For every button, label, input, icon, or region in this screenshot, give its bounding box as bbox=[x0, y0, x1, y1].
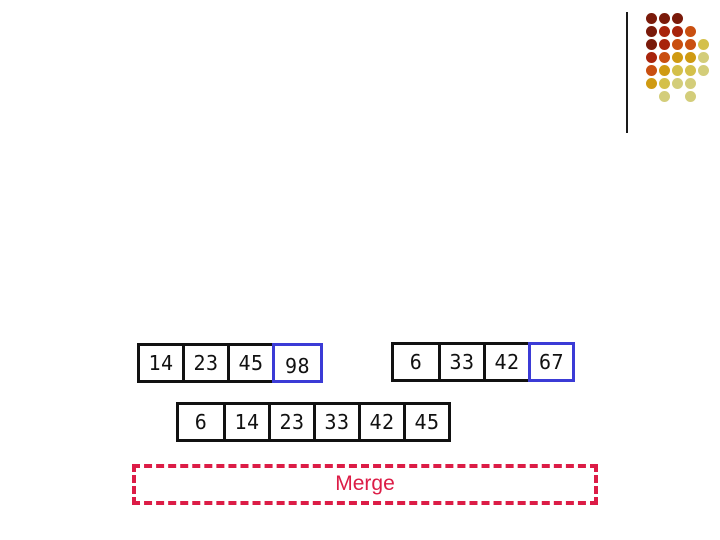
decorative-dot bbox=[685, 65, 696, 76]
merged-cell-3: 23 bbox=[268, 402, 316, 442]
merged-cell-6: 45 bbox=[403, 402, 451, 442]
decorative-dot bbox=[659, 52, 670, 63]
merged-cell-4: 33 bbox=[313, 402, 361, 442]
merged-array: 6 14 23 33 42 45 bbox=[176, 402, 451, 442]
decorative-dot bbox=[698, 65, 709, 76]
right-cell-1: 6 bbox=[391, 342, 441, 382]
decorative-dot bbox=[646, 78, 657, 89]
left-cell-2: 23 bbox=[182, 343, 230, 383]
corner-vertical-rule bbox=[626, 12, 628, 133]
decorative-dot bbox=[672, 39, 683, 50]
merge-button-label: Merge bbox=[335, 472, 395, 496]
decorative-dot bbox=[672, 52, 683, 63]
left-cell-4-current: 98 bbox=[272, 343, 323, 383]
decorative-dot bbox=[659, 26, 670, 37]
decorative-dot bbox=[646, 52, 657, 63]
merged-cell-2: 14 bbox=[223, 402, 271, 442]
corner-dot-pattern bbox=[620, 8, 720, 136]
left-cell-3: 45 bbox=[227, 343, 275, 383]
merged-cell-5: 42 bbox=[358, 402, 406, 442]
decorative-dot bbox=[659, 91, 670, 102]
merged-cell-1: 6 bbox=[176, 402, 226, 442]
merge-button[interactable]: Merge bbox=[132, 464, 598, 505]
left-cell-1: 14 bbox=[137, 343, 185, 383]
decorative-dot bbox=[646, 13, 657, 24]
decorative-dot bbox=[685, 91, 696, 102]
decorative-dot bbox=[685, 78, 696, 89]
decorative-dot bbox=[659, 65, 670, 76]
decorative-dot bbox=[672, 13, 683, 24]
right-cell-3: 42 bbox=[483, 342, 531, 382]
right-cell-4-current: 67 bbox=[528, 342, 575, 382]
decorative-dot bbox=[685, 26, 696, 37]
decorative-dot bbox=[646, 39, 657, 50]
decorative-dot bbox=[646, 65, 657, 76]
right-cell-2: 33 bbox=[438, 342, 486, 382]
decorative-dot bbox=[685, 52, 696, 63]
decorative-dot bbox=[672, 26, 683, 37]
decorative-dot bbox=[685, 39, 696, 50]
decorative-dot bbox=[672, 65, 683, 76]
decorative-dot bbox=[659, 78, 670, 89]
decorative-dot bbox=[672, 78, 683, 89]
decorative-dot bbox=[698, 52, 709, 63]
decorative-dot bbox=[659, 39, 670, 50]
right-half-array: 6 33 42 67 bbox=[391, 342, 575, 382]
left-half-array: 14 23 45 98 bbox=[137, 343, 323, 383]
decorative-dot bbox=[659, 13, 670, 24]
decorative-dot bbox=[698, 39, 709, 50]
decorative-dot bbox=[646, 26, 657, 37]
